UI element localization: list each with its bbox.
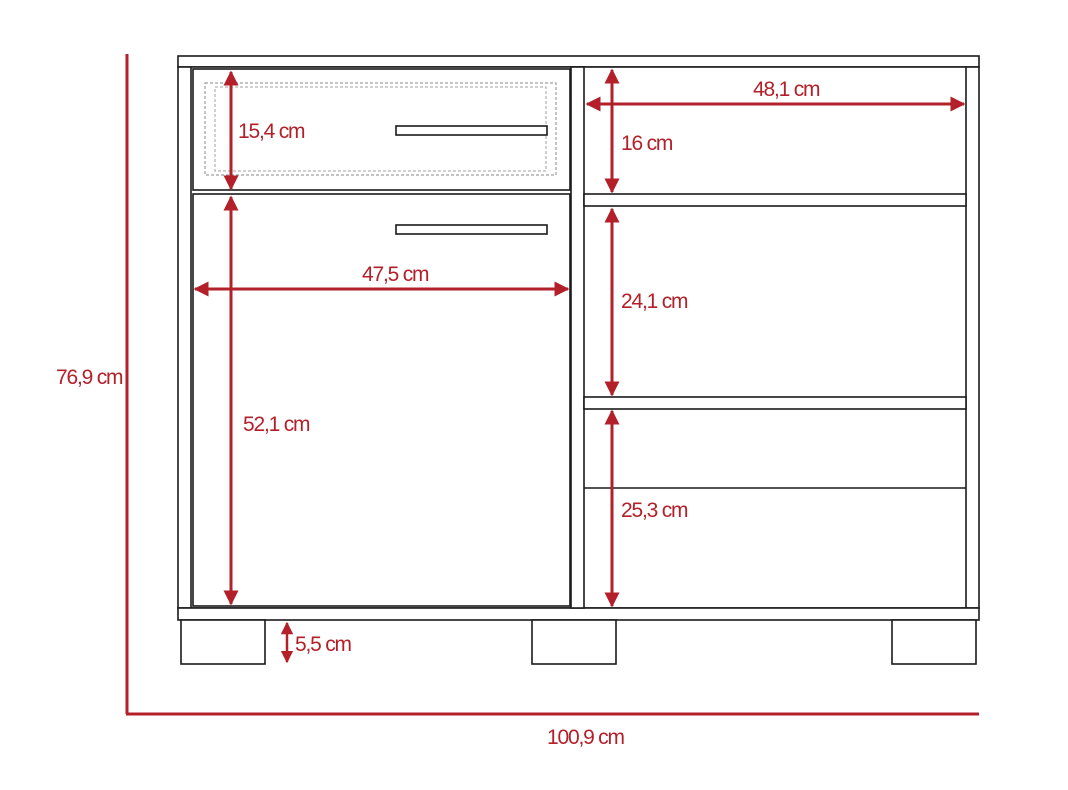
drawer-handle — [395, 125, 548, 136]
leg-left — [180, 619, 266, 665]
drawer-height-label: 15,4 cm — [238, 120, 305, 143]
dimension-lines — [125, 54, 979, 716]
door-width-label: 47,5 cm — [362, 263, 429, 286]
door-handle — [395, 224, 548, 235]
leg-middle — [531, 619, 617, 665]
leg-height-label: 5,5 cm — [295, 633, 352, 656]
shelf-top-height-label: 16 cm — [621, 132, 673, 155]
shelf-width-label: 48,1 cm — [753, 78, 820, 101]
shelf-1 — [583, 193, 967, 207]
shelf-bottom-height-label: 25,3 cm — [621, 499, 688, 522]
cabinet — [177, 55, 980, 665]
cabinet-bottom-board — [177, 607, 980, 621]
total-height-label: 76,9 cm — [56, 366, 123, 389]
leg-right — [891, 619, 977, 665]
shelf-middle-height-label: 24,1 cm — [621, 290, 688, 313]
shelf-2 — [583, 396, 967, 410]
center-divider — [570, 66, 585, 609]
door-front — [192, 193, 571, 607]
door-height-label: 52,1 cm — [243, 413, 310, 436]
dimension-labels: 76,9 cm 100,9 cm 15,4 cm 47,5 cm 52,1 cm… — [56, 78, 821, 749]
drawer-inner-outline — [204, 82, 557, 176]
cabinet-top-board — [177, 55, 980, 68]
total-width-label: 100,9 cm — [547, 726, 624, 749]
